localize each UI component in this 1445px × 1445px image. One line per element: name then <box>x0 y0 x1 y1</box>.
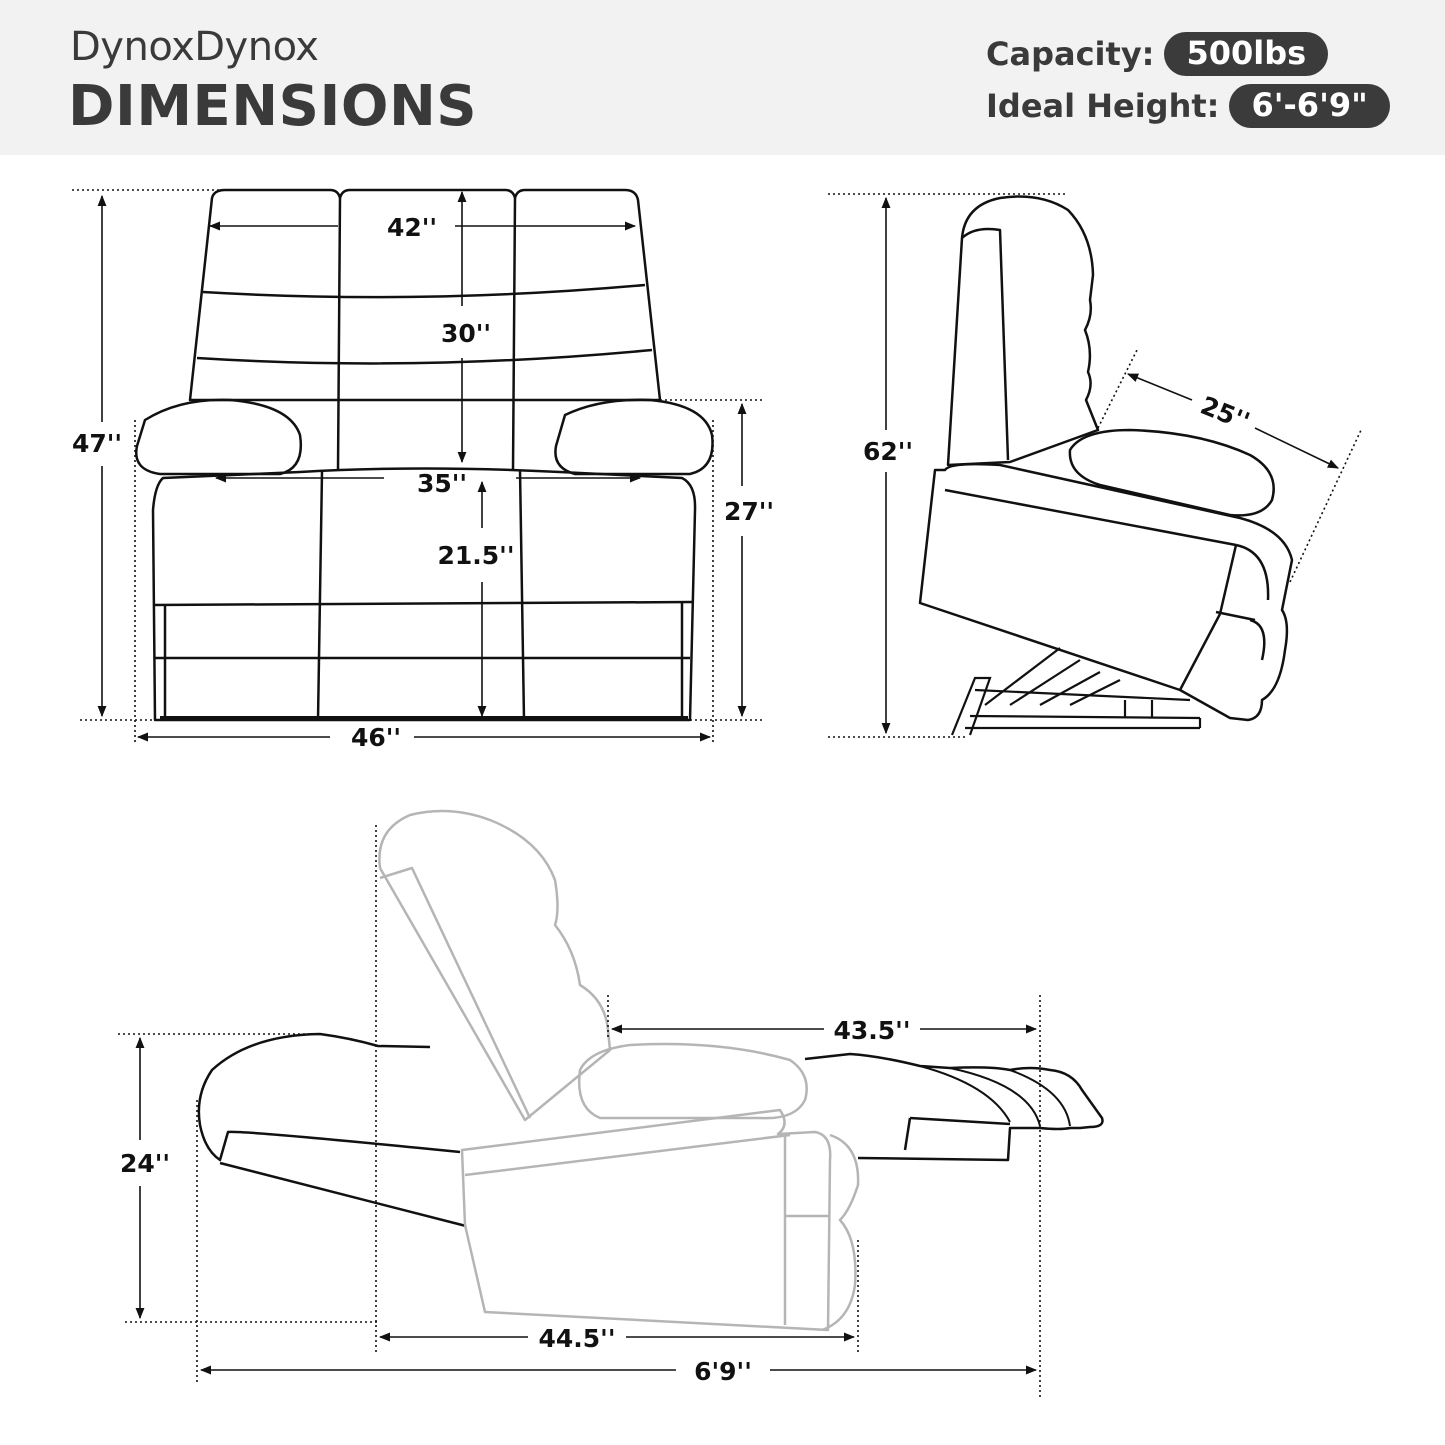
side-view-lift-base <box>950 647 1202 736</box>
page-title: DIMENSIONS <box>68 74 478 139</box>
front-total-width-label: 46'' <box>351 723 401 752</box>
front-back-height-label: 30'' <box>441 319 491 348</box>
front-back-width-label: 42'' <box>387 213 437 242</box>
brand-logo: DynoxDynox <box>70 24 319 70</box>
front-arm-height-label: 27'' <box>724 497 774 526</box>
capacity-spec: Capacity: 500lbs <box>986 32 1329 76</box>
header-bar: DynoxDynox DIMENSIONS Capacity: 500lbs I… <box>0 0 1445 155</box>
front-seat-width-label: 35'' <box>417 469 467 498</box>
reclined-view-dimension-lines <box>118 825 1041 1400</box>
front-total-height-label: 47'' <box>72 429 122 458</box>
front-view-chair <box>135 188 714 722</box>
side-seat-depth-label: 25'' <box>1197 391 1254 437</box>
reclined-height-label: 24'' <box>120 1149 170 1178</box>
front-seat-height-label: 21.5'' <box>438 541 515 570</box>
ideal-height-badge: 6'-6'9" <box>1229 84 1390 128</box>
capacity-badge: 500lbs <box>1164 32 1329 76</box>
reclined-base-depth-label: 44.5'' <box>539 1324 616 1353</box>
side-lift-height-label: 62'' <box>863 437 913 466</box>
side-view-chair <box>918 195 1294 722</box>
reclined-legrest-label: 43.5'' <box>834 1016 911 1045</box>
capacity-label: Capacity: <box>986 35 1155 73</box>
ideal-height-label: Ideal Height: <box>986 87 1220 125</box>
reclined-view-chair <box>197 809 1104 1332</box>
ideal-height-spec: Ideal Height: 6'-6'9" <box>986 84 1390 128</box>
side-view-dimension-lines <box>828 193 1363 738</box>
front-view-dimension-lines <box>72 189 765 745</box>
reclined-total-length-label: 6'9'' <box>694 1357 752 1386</box>
